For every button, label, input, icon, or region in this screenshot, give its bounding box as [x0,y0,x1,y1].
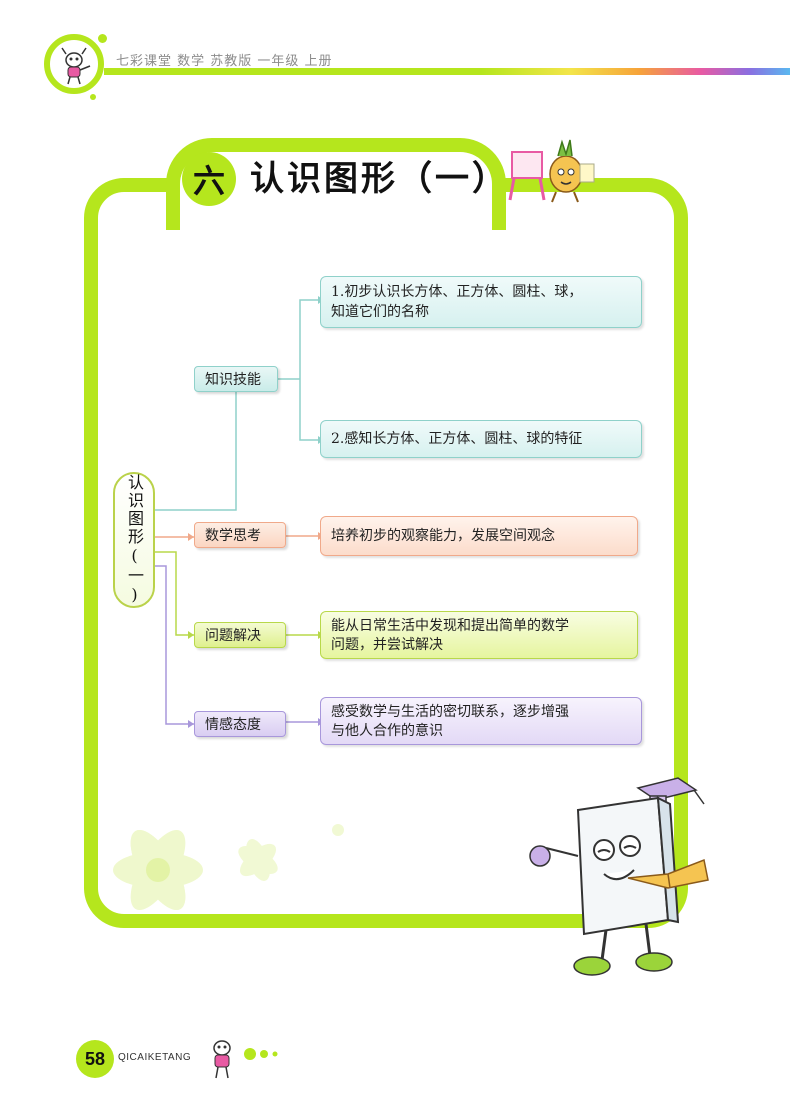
pineapple-painter-icon [508,139,595,203]
header-dot [98,34,107,43]
leaf-line: 能从日常生活中发现和提出简单的数学 [331,618,569,634]
leaf-attitude: 感受数学与生活的密切联系，逐步增强 与他人合作的意识 [320,697,642,745]
leaf-thinking: 培养初步的观察能力，发展空间观念 [320,516,638,556]
leaf-line: 问题，并尝试解决 [331,637,443,653]
mindmap-root-label: 认识图形(一) [125,474,144,606]
mascot-icon [61,47,91,85]
leaf-line: 知道它们的名称 [331,304,429,320]
header-dot [90,94,96,100]
leaf-problem-solving: 能从日常生活中发现和提出简单的数学 问题，并尝试解决 [320,611,638,659]
page-number: 58 [76,1040,114,1078]
connector-problem [155,551,194,636]
mascot-icon [213,1040,278,1079]
leaf-line: 与他人合作的意识 [331,723,443,739]
leaf-line: 1.初步认识长方体、正方体、圆柱、球， [331,284,583,300]
connector-attitude [155,565,194,725]
connector-knowledge [155,392,237,511]
connector-knowledge-leaves [278,299,318,441]
mindmap-root: 认识图形(一) [113,472,155,608]
leaf-knowledge-1: 1.初步认识长方体、正方体、圆柱、球， 知道它们的名称 [320,276,642,328]
leaf-line: 2.感知长方体、正方体、圆柱、球的特征 [331,431,583,447]
leaf-line: 培养初步的观察能力，发展空间观念 [331,528,555,544]
category-math-thinking: 数学思考 [194,522,286,548]
book-graduate-icon [529,777,709,976]
header-mascot-badge [44,34,104,94]
flower-decoration-icon [113,824,344,910]
leaf-line: 感受数学与生活的密切联系，逐步增强 [331,704,569,720]
header-text: 七彩课堂 数学 苏教版 一年级 上册 [116,54,333,69]
category-problem-solving: 问题解决 [194,622,286,648]
category-attitude: 情感态度 [194,711,286,737]
header-rainbow-bar [104,68,790,75]
footer-brand: QICAIKETANG [118,1052,192,1063]
chapter-number: 六 [182,152,236,206]
leaf-knowledge-2: 2.感知长方体、正方体、圆柱、球的特征 [320,420,642,458]
category-knowledge-skills: 知识技能 [194,366,278,392]
chapter-title: 认识图形（一） [250,159,509,199]
